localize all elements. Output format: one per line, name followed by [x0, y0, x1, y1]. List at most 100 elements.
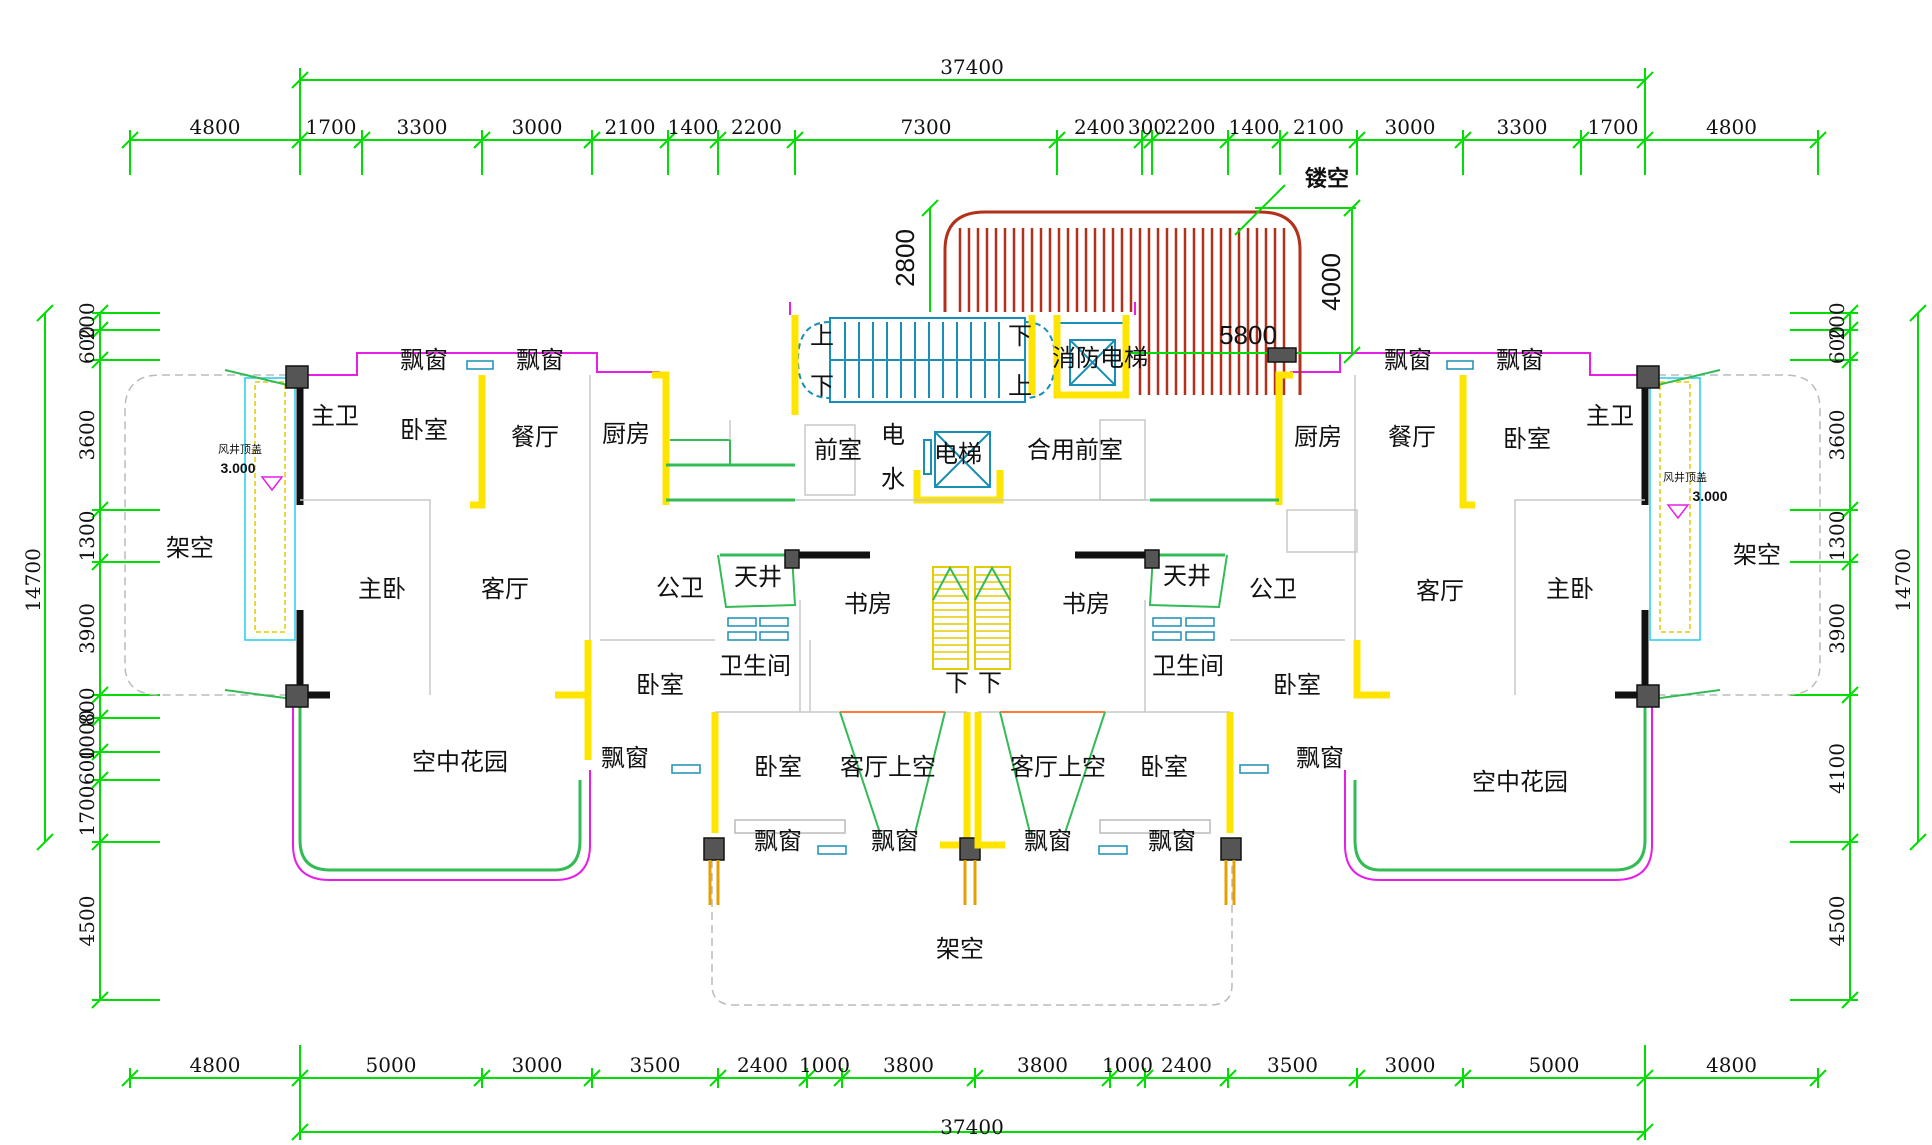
bottom-dim-11: 3000: [1385, 1053, 1436, 1077]
right-master-bath: 主卫: [1586, 402, 1634, 430]
top-dim-13: 3000: [1385, 115, 1436, 139]
building-outline: [124, 302, 1821, 1006]
top-dim-6: 2200: [731, 115, 782, 139]
bottom-dim-12: 5000: [1529, 1053, 1580, 1077]
right-shaft-elev: 3.000: [1692, 488, 1727, 504]
center-stair-down-l: 下: [945, 669, 969, 697]
right-dim-2: 3600: [1825, 410, 1849, 461]
left-dim-6: 1000: [75, 710, 99, 761]
left-dim-2: 3600: [75, 410, 99, 461]
core: [791, 315, 1160, 670]
left-dim-0: 200: [75, 302, 99, 340]
void-width-dim: 5800: [1219, 320, 1277, 350]
top-dim-10: 2200: [1165, 115, 1216, 139]
right-study: 书房: [1062, 590, 1110, 618]
right-public-bath: 公卫: [1249, 575, 1297, 603]
bottom-dim-4: 2400: [737, 1053, 788, 1077]
left-bedroom-mid: 卧室: [636, 671, 684, 699]
left-shaft-elev: 3.000: [220, 460, 255, 476]
bottom-dim-1: 5000: [366, 1053, 417, 1077]
left-public-bath: 公卫: [656, 574, 704, 602]
right-dim-1: 600: [1825, 326, 1849, 364]
void-height-dim: 4000: [1316, 253, 1346, 311]
right-kitchen: 厨房: [1294, 423, 1342, 451]
top-dim-4: 2100: [605, 115, 656, 139]
top-dim-11: 1400: [1229, 115, 1280, 139]
right-dim-6: 4500: [1825, 896, 1849, 947]
right-dim-5: 4100: [1825, 743, 1849, 794]
left-dining: 餐厅: [511, 423, 559, 451]
bottom-dim-8: 1000: [1102, 1053, 1153, 1077]
void-grille: [921, 184, 1361, 395]
left-dim-5: 800: [75, 687, 99, 725]
left-bathroom: 卫生间: [719, 652, 791, 680]
left-shaft-label: 风井顶盖: [218, 442, 262, 456]
top-dim-8: 2400: [1074, 115, 1125, 139]
right-dim-4: 3900: [1825, 603, 1849, 654]
bottom-dim-0: 4800: [190, 1053, 241, 1077]
right-dim-0: 200: [1825, 302, 1849, 340]
left-living-room: 客厅: [481, 575, 529, 603]
column: [1267, 347, 1297, 363]
bottom-total-dim: 37400: [940, 1115, 1004, 1139]
right-bathroom: 卫生间: [1152, 652, 1224, 680]
top-dim-5: 1400: [668, 115, 719, 139]
stair-down-tr: 下: [1008, 322, 1032, 350]
left-dim-4: 3900: [75, 603, 99, 654]
column: [1220, 837, 1242, 861]
shared-antechamber-label: 合用前室: [1027, 436, 1123, 464]
top-dim-1: 1700: [306, 115, 357, 139]
bottom-dim-5: 1000: [799, 1053, 850, 1077]
bottom-dim-7: 3800: [1017, 1053, 1068, 1077]
top-dim-16: 4800: [1706, 115, 1757, 139]
left-dim-9: 4500: [75, 896, 99, 947]
right-dim-3: 1300: [1825, 511, 1849, 562]
right-bedroom-mid: 卧室: [1273, 671, 1321, 699]
top-dim-15: 1700: [1588, 115, 1639, 139]
right-bedroom-low: 卧室: [1140, 753, 1188, 781]
left-dim-8: 1700: [75, 786, 99, 837]
right-total-dim: 14700: [1891, 548, 1915, 612]
column: [1636, 365, 1660, 389]
dimension-lines: [36, 68, 1927, 1141]
left-open-space: 架空: [166, 534, 214, 562]
stair-down-bl: 下: [810, 372, 834, 400]
left-bay-window-4: 飘窗: [754, 827, 802, 855]
top-dim-0: 4800: [190, 115, 241, 139]
stair-up-br: 上: [1008, 372, 1032, 400]
left-kitchen: 厨房: [602, 420, 650, 448]
right-light-well: 天井: [1163, 562, 1211, 590]
column: [1144, 549, 1160, 569]
column: [285, 365, 309, 389]
water-label: 水: [881, 465, 905, 493]
left-dim-7: 600: [75, 747, 99, 785]
left-unit-walls: [224, 369, 971, 849]
right-living-void: 客厅上空: [1010, 753, 1106, 781]
right-unit-walls: [974, 369, 1721, 849]
top-dim-9: 300: [1128, 115, 1166, 139]
fire-elevator-label: 消防电梯: [1052, 344, 1148, 372]
stair-up-tl: 上: [810, 322, 834, 350]
column: [1636, 684, 1660, 708]
bottom-dim-10: 3500: [1267, 1053, 1318, 1077]
right-bay-window-2: 飘窗: [1496, 346, 1544, 374]
top-dim-12: 2100: [1293, 115, 1344, 139]
bottom-dim-3: 3500: [630, 1053, 681, 1077]
left-master-bath: 主卫: [311, 402, 359, 430]
column: [784, 549, 800, 569]
left-master-bedroom: 主卧: [358, 575, 406, 603]
left-bay-window-2: 飘窗: [516, 346, 564, 374]
right-sky-garden: 空中花园: [1472, 768, 1568, 796]
top-dim-14: 3300: [1497, 115, 1548, 139]
left-total-dim: 14700: [21, 548, 45, 612]
right-bay-window-4: 飘窗: [1024, 827, 1072, 855]
elec-label: 电: [881, 421, 905, 449]
left-bedroom-top: 卧室: [400, 416, 448, 444]
bottom-dim-6: 3800: [883, 1053, 934, 1077]
top-total-dim: 37400: [940, 55, 1004, 79]
left-bedroom-low: 卧室: [754, 753, 802, 781]
left-study: 书房: [844, 590, 892, 618]
bottom-dim-13: 4800: [1706, 1053, 1757, 1077]
bottom-open-space: 架空: [936, 935, 984, 963]
